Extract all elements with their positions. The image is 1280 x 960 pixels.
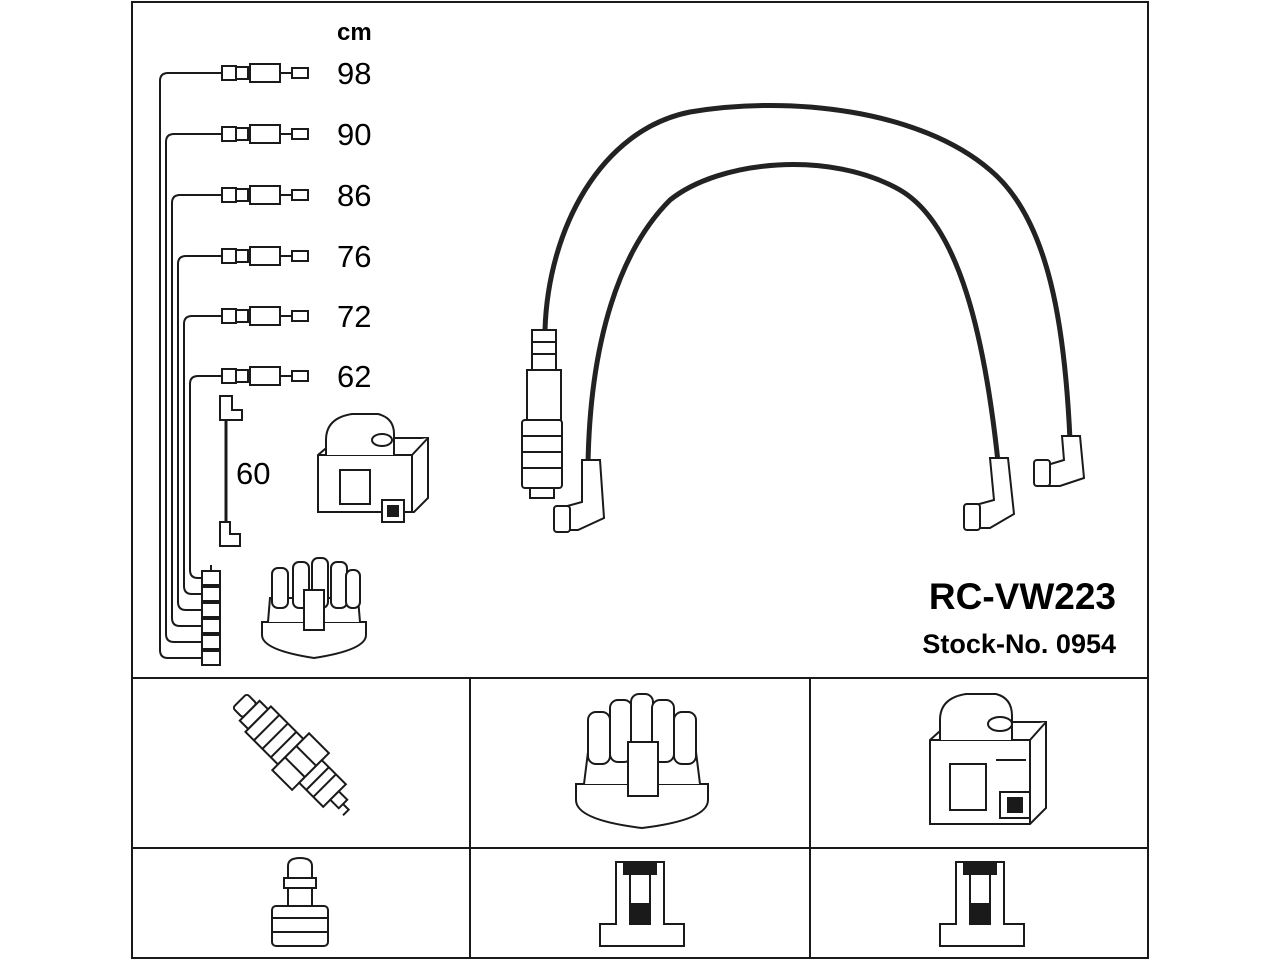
connector-symbols [221, 63, 309, 386]
connector-76 [221, 246, 309, 266]
ignition-coil-large-icon [929, 693, 1047, 825]
connector-90 [221, 124, 309, 144]
distributor-cap-icon [261, 557, 367, 660]
angled-plug-boot-left [553, 459, 606, 533]
angled-plug-boot-right [1033, 435, 1086, 487]
ignition-coil-icon [317, 413, 429, 523]
connector-98 [221, 63, 309, 83]
length-label-72: 72 [337, 299, 371, 334]
part-number: RC-VW223 [929, 576, 1116, 617]
length-label-62: 62 [337, 359, 371, 394]
unit-label: cm [337, 19, 372, 46]
straight-plug-boot [521, 329, 563, 499]
plug-terminal-icon [271, 856, 329, 947]
length-label-76: 76 [337, 239, 371, 274]
coil-lead-length-label: 60 [236, 456, 270, 491]
distributor-cap-large-icon [575, 693, 709, 830]
connector-86 [221, 185, 309, 205]
length-label-86: 86 [337, 178, 371, 213]
cable-set-schematic [159, 72, 222, 659]
schematic-end-terminals [201, 565, 221, 666]
coil-terminal-icon [939, 861, 1025, 947]
stock-number: Stock-No. 0954 [922, 629, 1116, 659]
length-label-98: 98 [337, 56, 371, 91]
connector-72 [221, 306, 309, 326]
frame [131, 1, 1149, 959]
coil-lead-schematic [219, 395, 243, 547]
connector-62 [221, 366, 309, 386]
spark-plug-cables [542, 102, 1073, 468]
length-label-90: 90 [337, 117, 371, 152]
spark-plug-icon [232, 693, 351, 817]
distributor-terminal-icon [599, 861, 685, 947]
angled-plug-boot-middle [963, 457, 1016, 531]
